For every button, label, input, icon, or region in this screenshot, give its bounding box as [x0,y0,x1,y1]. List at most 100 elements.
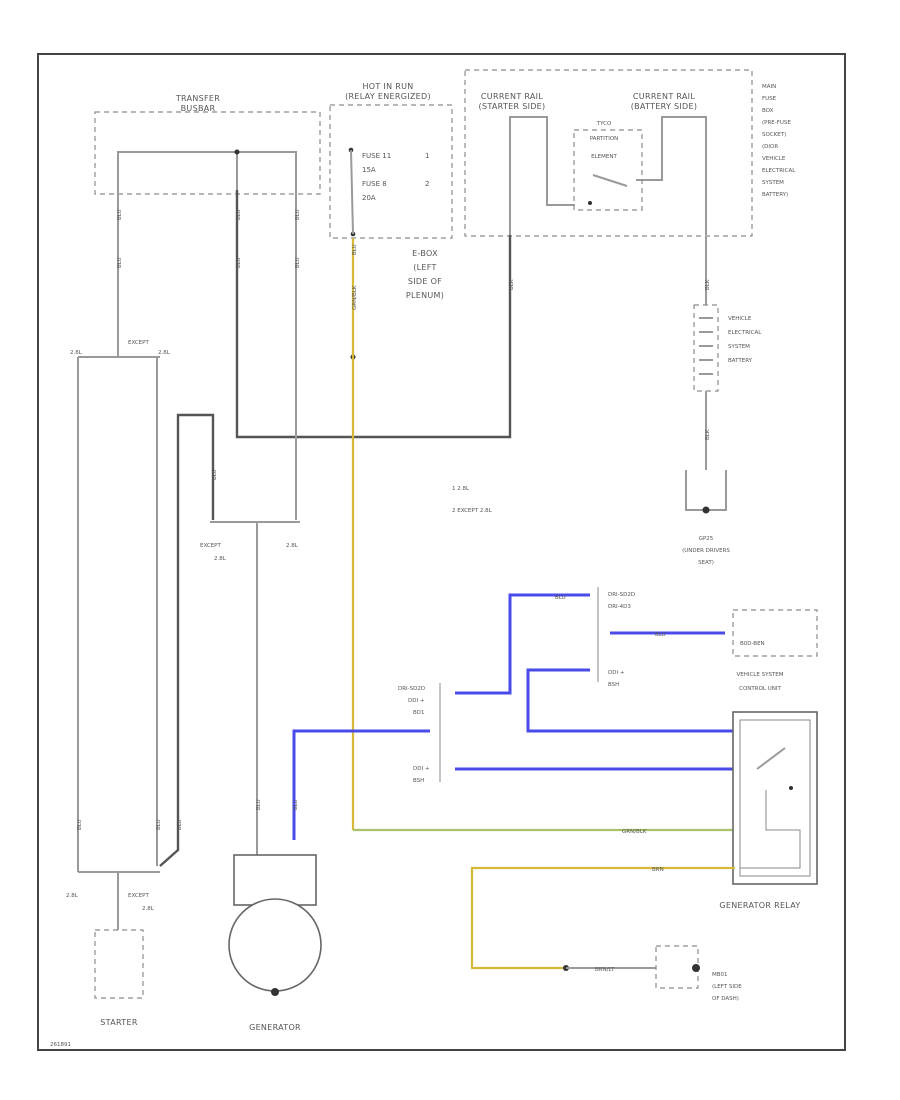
ebox-label-2: (LEFT [413,263,436,272]
variant-a-2: DRI-4D3 [608,604,631,610]
blue-wire-gen [292,729,430,840]
fuse-11-label: FUSE 11 [362,152,391,160]
wire-code: BLU [256,799,262,810]
battery-label-2: ELECTRICAL [728,330,762,336]
fuse-8-note: 2 [425,180,429,188]
busbar-node [234,149,240,155]
main-fuse-box-2: FUSE [762,96,777,102]
gp25-label-3: SEAT) [698,560,714,566]
generator-relay-label: GENERATOR RELAY [719,901,800,910]
current-rail-battery-1: CURRENT RAIL [633,92,695,101]
wire-code-labels: BLU BLU BLU BLU BLU BLU BLU GRN/BLK BLK … [77,209,711,830]
wire-code: BRN/LT [595,967,615,973]
partition-element-1: TYCO [596,121,612,127]
main-fuse-box-9: SYSTEM [762,180,784,186]
ground-symbol [685,470,727,511]
mb01-label-1: MB01 [712,972,728,978]
generator-ground [271,988,279,996]
ebox-label-1: E-BOX [412,249,438,258]
wire-code: BLU [295,209,301,220]
variant-c-1: DRI-SD2D [398,686,425,692]
vscu-label-2: CONTROL UNIT [739,686,781,692]
main-fuse-box-1: MAIN [762,84,776,90]
except-top-right: EXCEPT [128,340,149,346]
except-top-left: 2.8L [70,350,83,356]
rail-starter-wire [509,116,575,235]
variant-b-2: BSH [608,682,619,688]
wire-code: BLU [236,257,242,268]
battery-label-3: SYSTEM [728,344,750,350]
current-rail-starter-2: (STARTER SIDE) [479,102,546,111]
gp25-label-1: GP25 [699,536,714,542]
dark-bus-wire [159,413,215,867]
wire-code: BLK [509,279,515,290]
partition-switch [592,174,628,187]
ebox-label-4: PLENUM) [406,291,444,300]
wire-code: GRN/BLK [352,285,358,310]
starter-branch-right: EXCEPT [128,893,149,899]
relay-coil [740,790,801,869]
fuse-link [350,149,354,235]
wire-code: BRN [652,867,664,873]
generator-label: GENERATOR [249,1023,301,1032]
except-top-sub: 2.8L [158,350,171,356]
starter-branch-left: 2.8L [66,893,79,899]
wire-code: GRN/BLK [622,829,647,835]
wire-code: BLU [352,244,358,255]
wire-code: BLU [117,209,123,220]
transfer-busbar-label-2: BUSBAR [181,104,216,113]
except-mid-left: EXCEPT [200,543,221,549]
wire-code: BLK [705,279,711,290]
vscu-box [732,609,818,657]
wire-code: BLU [555,595,566,601]
main-fuse-box-5: SOCKET) [762,132,786,138]
vscu-label-1: VEHICLE SYSTEM [736,672,783,678]
relay-feed-wire [470,866,735,970]
wire-code: BLU [117,257,123,268]
wire-code: BLU [655,632,666,638]
blue-wire-mid [526,668,735,733]
relay-switch [756,747,786,770]
current-rail-battery-2: (BATTERY SIDE) [631,102,698,111]
diagram-frame [37,53,846,1051]
except-mid-right: 2.8L [286,543,299,549]
diagram-id: 261891 [50,1042,71,1048]
wire-code: BLU [295,257,301,268]
blue-wire-upper [455,593,590,695]
wire-code: BLK [705,429,711,440]
busbar-bar [117,151,297,190]
main-fuse-box-6: (DIOR [762,144,778,150]
note-2: 2 EXCEPT 2.8L [452,508,493,514]
variant-c-3: BD1 [413,710,425,716]
variant-d-1: DDI + [413,766,430,772]
transfer-busbar-label-1: TRANSFER [175,94,220,103]
battery-label-4: BATTERY [728,358,753,364]
wire-code: BLU [156,819,162,830]
except-mid-left2: 2.8L [214,556,227,562]
starter-label: STARTER [100,1018,138,1027]
partition-element-3: ELEMENT [591,154,617,160]
fuse-11-amp: 15A [362,166,376,174]
gp25-label-2: (UNDER DRIVERS [682,548,730,554]
ebox-fuse-box [329,104,453,239]
ebox-label-3: SIDE OF [408,277,442,286]
vscu-pin: B0D-BEN [740,641,765,647]
variant-d-2: BSH [413,778,424,784]
main-fuse-box-4: (PRE-FUSE [762,120,791,126]
fuse-11-note: 1 [425,152,429,160]
main-fuse-box [464,69,753,237]
ground-dot [702,506,710,514]
rail-battery-wire [636,116,707,235]
dark-loop-wire [235,190,512,439]
mb01-ground [692,964,700,972]
wire-code: BLU [77,819,83,830]
main-fuse-box-7: VEHICLE [762,156,786,162]
main-fuse-box-8: ELECTRICAL [762,168,796,174]
generator-body [233,854,317,906]
hot-in-run-label-2: (RELAY ENERGIZED) [345,92,431,101]
variant-a-1: DRI-SD2D [608,592,635,598]
starter-symbol [94,929,144,999]
generator-symbol [228,898,322,992]
partition-element-box [573,129,643,211]
